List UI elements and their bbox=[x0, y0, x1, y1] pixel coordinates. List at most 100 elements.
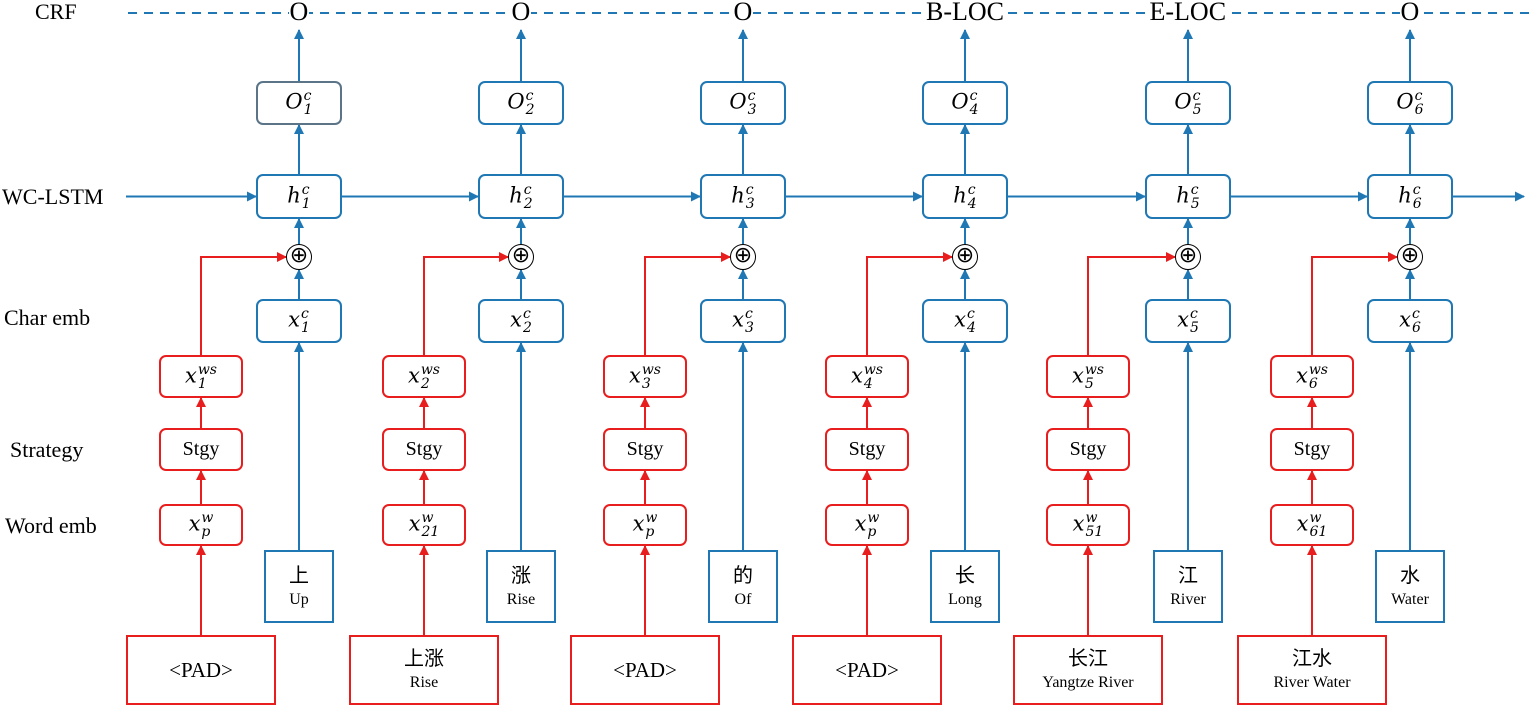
hidden-state-label-var: h bbox=[731, 183, 745, 207]
output-label-sup: c bbox=[525, 88, 534, 104]
char-embedding-label-sup: c bbox=[300, 306, 309, 322]
ws-to-plus-arrow bbox=[866, 252, 953, 355]
strategy-label: Stgy bbox=[182, 438, 220, 460]
hidden-state-label-sup: c bbox=[967, 181, 976, 198]
ws-to-plus-arrow bbox=[423, 252, 509, 355]
hidden-state-label-sub: 3 bbox=[745, 195, 755, 212]
hidden-state-label-var: h bbox=[1398, 183, 1412, 207]
strategy-label: Stgy bbox=[1293, 438, 1331, 460]
crf-tag: E-LOC bbox=[1148, 0, 1228, 27]
output-label-var: O bbox=[729, 89, 747, 114]
char-embedding-label-sub: 2 bbox=[522, 320, 532, 336]
char-text: 江 bbox=[1178, 562, 1198, 587]
crf-tag: O bbox=[1399, 0, 1421, 27]
hidden-state-label-var: h bbox=[287, 183, 301, 207]
word-strategy-label-sup: ws bbox=[1308, 361, 1328, 378]
output-label-var: O bbox=[1396, 89, 1414, 114]
output-label-sub: 3 bbox=[747, 102, 757, 118]
ws-to-plus-arrow bbox=[200, 252, 287, 355]
row-label-word-emb: Word emb bbox=[5, 513, 97, 538]
char-translation: Long bbox=[948, 590, 982, 608]
output-label-var: O bbox=[1174, 89, 1192, 114]
char-embedding-label-var: x bbox=[1399, 307, 1411, 332]
hidden-state-label-sub: 5 bbox=[1190, 195, 1200, 212]
output-label-sub: 4 bbox=[969, 102, 979, 118]
hidden-state-label-var: h bbox=[509, 183, 523, 207]
strategy-box: Stgy bbox=[1270, 428, 1354, 471]
row-label-strategy: Strategy bbox=[10, 437, 84, 462]
char-embedding-label-sup: c bbox=[1189, 306, 1198, 322]
add-operator: ⊕ bbox=[508, 244, 534, 270]
hidden-state-label-sup: c bbox=[1412, 181, 1421, 198]
char-embedding-label-sub: 4 bbox=[966, 320, 976, 336]
add-operator: ⊕ bbox=[286, 244, 312, 270]
word-translation: Rise bbox=[409, 674, 439, 692]
word-strategy-label-sub: 6 bbox=[1308, 375, 1318, 392]
output-label-sup: c bbox=[1414, 88, 1423, 104]
strategy-box: Stgy bbox=[159, 428, 243, 471]
word-embedding-label-sup: w bbox=[867, 510, 880, 526]
word-embedding-label-var: x bbox=[408, 511, 421, 536]
hidden-state-label-sub: 4 bbox=[967, 195, 977, 212]
word-translation: River Water bbox=[1273, 674, 1351, 692]
hidden-state-label-var: h bbox=[1176, 183, 1190, 207]
add-operator: ⊕ bbox=[730, 244, 756, 270]
strategy-label: Stgy bbox=[1069, 438, 1107, 460]
char-text: 涨 bbox=[511, 562, 531, 587]
word-embedding-label-var: x bbox=[1072, 511, 1085, 536]
word-strategy-label-sup: ws bbox=[1084, 361, 1104, 378]
ws-to-plus-arrow bbox=[1087, 252, 1176, 355]
crf-tag: O bbox=[510, 0, 532, 27]
word-embedding-label-sub: p bbox=[201, 524, 211, 540]
add-operator: ⊕ bbox=[952, 244, 978, 270]
word-text: <PAD> bbox=[835, 657, 899, 682]
word-strategy-label-var: x bbox=[628, 363, 641, 387]
char-embedding-label-var: x bbox=[1177, 307, 1189, 332]
word-text: 上涨 bbox=[404, 646, 444, 671]
word-embedding-label-var: x bbox=[632, 511, 645, 536]
word-strategy-label-sub: 4 bbox=[863, 375, 873, 392]
char-embedding-label-sub: 5 bbox=[1189, 320, 1199, 336]
char-embedding-label-sub: 1 bbox=[300, 320, 310, 336]
add-operator: ⊕ bbox=[1175, 244, 1201, 270]
strategy-label: Stgy bbox=[405, 438, 443, 460]
strategy-box: Stgy bbox=[382, 428, 466, 471]
